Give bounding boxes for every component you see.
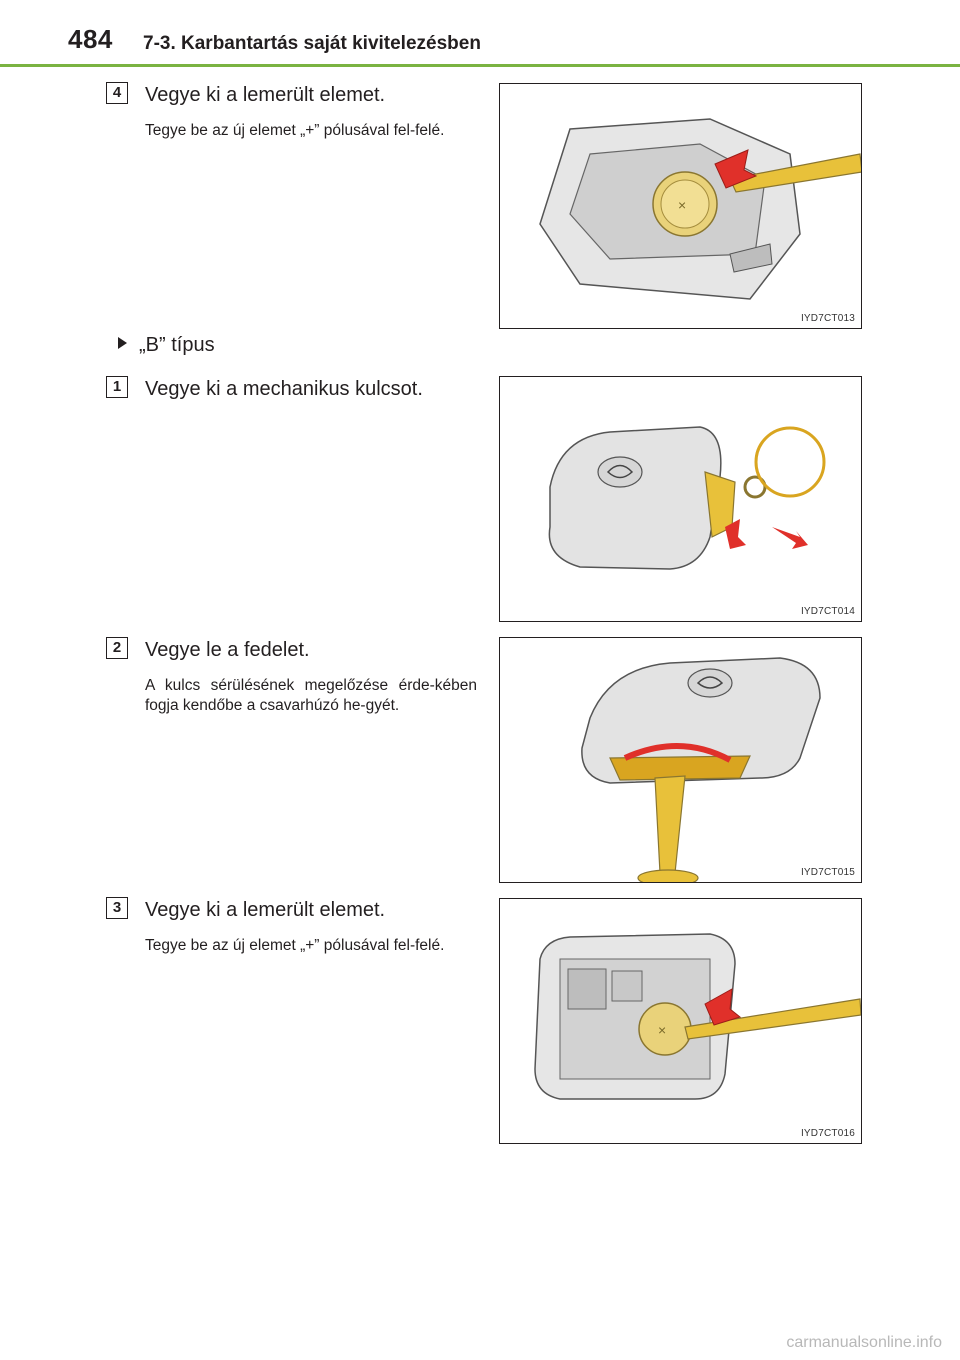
- step-title: Vegye ki a lemerült elemet.: [145, 84, 386, 106]
- figure-code: IYD7CT016: [800, 1128, 855, 1139]
- figure-code: IYD7CT014: [800, 606, 855, 617]
- step-number-badge: 1: [106, 376, 128, 398]
- type-label: „B” típus: [118, 334, 215, 357]
- type-label-text: „B” típus: [139, 334, 215, 356]
- page-number: 484: [68, 24, 113, 54]
- step-note: Tegye be az új elemet „+” pólusával fel-…: [145, 122, 445, 139]
- triangle-bullet-icon: [118, 337, 127, 349]
- figure-battery-removal-a: × IYD7CT013: [499, 83, 862, 329]
- figure-code: IYD7CT013: [800, 313, 855, 324]
- key-illustration: [548, 426, 826, 570]
- step-title: Vegye le a fedelet.: [145, 639, 310, 661]
- figure-remove-mechanical-key: IYD7CT014: [499, 376, 862, 622]
- step-number-badge: 4: [106, 82, 128, 104]
- figure-code: IYD7CT015: [800, 867, 855, 878]
- watermark: carmanualsonline.info: [786, 1334, 942, 1351]
- step-title: Vegye ki a mechanikus kulcsot.: [145, 378, 423, 400]
- header-rule: [0, 64, 960, 67]
- svg-text:×: ×: [678, 197, 686, 213]
- key-illustration: [581, 657, 821, 882]
- step-number-badge: 3: [106, 897, 128, 919]
- page-header: 484 7-3. Karbantartás saját kivitelezésb…: [0, 0, 960, 68]
- figure-remove-cover: IYD7CT015: [499, 637, 862, 883]
- key-illustration: ×: [534, 933, 861, 1100]
- svg-text:×: ×: [658, 1022, 666, 1038]
- section-title: 7-3. Karbantartás saját kivitelezésben: [143, 33, 481, 54]
- step-note: Tegye be az új elemet „+” pólusával fel-…: [145, 937, 445, 954]
- figure-battery-removal-b: × IYD7CT016: [499, 898, 862, 1144]
- step-note: A kulcs sérülésének megelőzése érde-kébe…: [145, 677, 477, 714]
- step-title: Vegye ki a lemerült elemet.: [145, 899, 386, 921]
- key-illustration: ×: [539, 118, 861, 300]
- step-number-badge: 2: [106, 637, 128, 659]
